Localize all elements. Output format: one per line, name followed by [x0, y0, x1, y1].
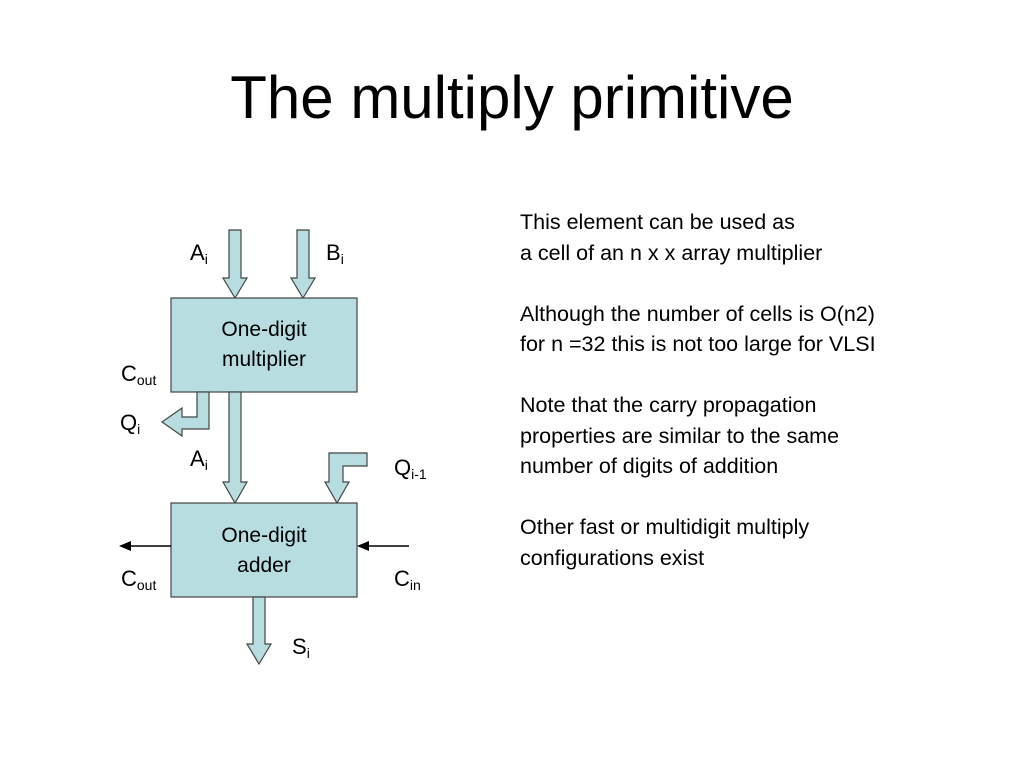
label-q-in-sub: i-1 — [411, 466, 427, 482]
label-b-top-sub: i — [340, 251, 344, 267]
cout-adder-arrow — [119, 541, 171, 551]
a-input-arrow — [221, 229, 249, 300]
label-a-top-main: A — [190, 240, 205, 265]
label-a-top-sub: i — [204, 251, 208, 267]
note-3-line-1: Note that the carry propagation — [520, 393, 817, 417]
label-a-mid: Ai — [190, 446, 208, 478]
note-1-line-2: a cell of an n x x array multiplier — [520, 240, 823, 265]
label-s-out-main: S — [292, 634, 307, 659]
label-a-mid-main: A — [190, 446, 205, 471]
label-q-out-main: Q — [120, 410, 138, 435]
label-cout-multiplier-sub: out — [136, 372, 157, 388]
label-cout-adder-sub: out — [136, 577, 157, 593]
label-q-in: Qi-1 — [394, 455, 427, 487]
fill-group — [160, 229, 368, 666]
note-3-line-3: number of digits of addition — [520, 454, 779, 478]
adder-label-line2: adder — [237, 554, 291, 577]
label-s-out-sub: i — [306, 645, 310, 661]
label-cin-sub: in — [409, 577, 421, 593]
label-cout-adder-main: C — [121, 566, 137, 591]
label-q-out: Qi — [120, 410, 140, 442]
label-cout-multiplier-main: C — [121, 361, 137, 386]
s-output-arrow — [245, 596, 273, 666]
a-passthrough-arrow — [221, 391, 249, 505]
note-1: This element can be used as a cell of an… — [520, 207, 990, 268]
multiplier-label-line2: multiplier — [221, 348, 307, 371]
multiplier-label-line1: One-digit — [221, 318, 307, 341]
note-2: Although the number of cells is O(n2) fo… — [520, 299, 990, 360]
note-3: Note that the carry propagation properti… — [520, 390, 990, 482]
cin-arrow — [357, 541, 409, 551]
label-b-top-main: B — [326, 240, 341, 265]
multiplier-box — [170, 297, 358, 393]
label-cin-main: C — [394, 566, 410, 591]
multiplier-label: One-digit multiplier — [171, 315, 357, 375]
label-b-top: Bi — [326, 240, 344, 272]
note-4-line-2: configurations exist — [520, 545, 705, 570]
b-input-arrow — [289, 229, 317, 300]
note-4: Other fast or multidigit multiply config… — [520, 512, 990, 573]
note-3-line-2: properties are similar to the same — [520, 423, 840, 448]
adder-label: One-digit adder — [171, 521, 357, 581]
note-4-line-1: Other fast or multidigit multiply — [520, 515, 810, 539]
q-output-arrow — [160, 391, 210, 438]
note-2-line-1: Although the number of cells is O(n2) — [520, 301, 875, 326]
label-q-out-sub: i — [137, 421, 141, 437]
note-2-line-2: for n =32 this is not too large for VLSI — [520, 332, 876, 356]
label-cin: Cin — [394, 566, 421, 598]
label-s-out: Si — [292, 634, 310, 666]
notes-column: This element can be used as a cell of an… — [520, 207, 990, 604]
slide-title: The multiply primitive — [230, 64, 794, 131]
label-a-mid-sub: i — [204, 457, 208, 473]
label-cout-adder: Cout — [121, 566, 156, 598]
label-a-top: Ai — [190, 240, 208, 272]
q-input-arrow — [323, 452, 368, 505]
adder-label-line1: One-digit — [221, 524, 307, 547]
label-cout-multiplier: Cout — [121, 361, 156, 393]
adder-box — [170, 502, 358, 598]
note-1-line-1: This element can be used as — [520, 210, 795, 234]
label-q-in-main: Q — [394, 455, 412, 480]
